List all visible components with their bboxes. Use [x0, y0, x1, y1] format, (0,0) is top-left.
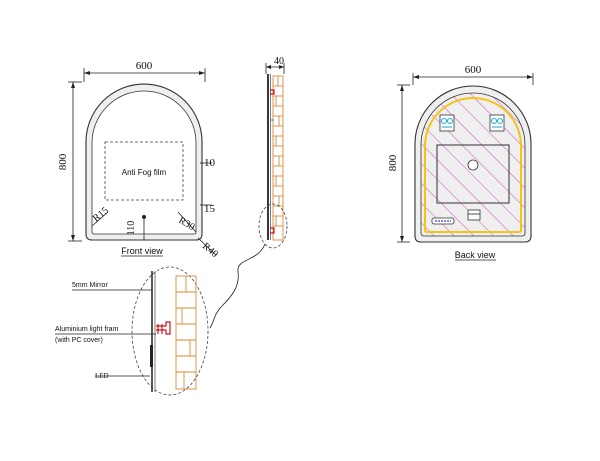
side-view: 40 — [209, 56, 288, 329]
dim-bottom-center: 110 — [126, 221, 137, 236]
anti-fog-film-label: Anti Fog film — [122, 168, 167, 177]
detail-wall-bricks — [175, 275, 197, 390]
dim-mid-right: 15 — [204, 203, 216, 215]
enlarged-detail: 5mm Mirror Aluminium light fram (with PC… — [55, 266, 209, 396]
back-hanging-bracket-right — [489, 114, 505, 132]
frame-label-line2: (with PC cover) — [55, 337, 103, 344]
front-mirror-glass — [91, 90, 197, 235]
radius-right-outer: R40 — [200, 241, 220, 260]
back-junction-box — [467, 209, 481, 221]
front-view: 600 800 Anti Fog film 10 15 110 R15 R30 … — [57, 60, 220, 260]
detail-aluminium-frame — [156, 321, 171, 335]
back-hanging-bracket-left — [439, 114, 455, 132]
front-width-dim: 600 — [136, 60, 153, 72]
back-view: 600 800 Back vi — [387, 64, 534, 261]
side-wall-bricks — [272, 75, 284, 241]
front-view-caption: Front view — [121, 246, 163, 256]
side-detail-circle — [258, 203, 288, 249]
back-sensor-hole — [467, 159, 479, 171]
side-top-bracket — [270, 89, 275, 95]
dim-top-right: 10 — [204, 157, 216, 169]
anti-fog-film-area — [104, 141, 184, 201]
side-bottom-led-frame — [270, 227, 275, 234]
mirror-label: 5mm Mirror — [72, 282, 108, 289]
touch-sensor-dot — [142, 215, 146, 219]
back-width-dim: 600 — [465, 64, 482, 76]
detail-led — [150, 345, 153, 367]
front-height-dim: 800 — [57, 153, 69, 170]
frame-label-line1: Aluminium light fram — [55, 326, 119, 333]
detail-leader-curve — [209, 243, 266, 329]
side-depth-dim: 40 — [274, 56, 284, 67]
back-led-strip — [424, 97, 522, 233]
detail-frame-ribs — [157, 324, 163, 334]
back-view-caption: Back view — [455, 250, 496, 260]
back-demister-pad — [436, 144, 510, 204]
back-height-dim: 800 — [387, 154, 399, 171]
detail-circle — [131, 266, 209, 396]
